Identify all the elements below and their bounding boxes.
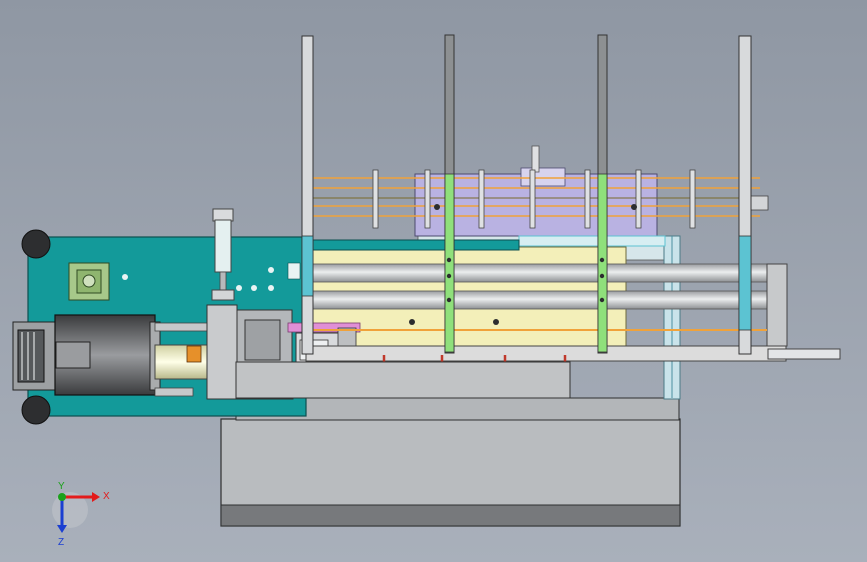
mount-bolt [82,274,96,288]
motor-rail-top [154,322,216,332]
cylinder-rod [219,271,227,293]
coupling [186,345,202,363]
caster-bottom [21,395,51,425]
frame-hole-4 [251,285,257,291]
machine-base [220,397,681,527]
frame-slot [287,262,301,280]
triad-z-arrow [57,525,67,533]
purple-stud [531,145,540,173]
frame-hole-1 [122,274,128,280]
frame-hole-3 [268,285,274,291]
triad-z-label: Z [58,537,64,548]
motor-rail-bottom [154,387,194,397]
post-3-band [597,173,608,353]
teal-frame-top [304,239,520,251]
coordinate-triad: X Y Z [52,481,110,548]
purple-center-plate [520,167,566,187]
post-4-band [738,235,752,331]
caster-top [21,229,51,259]
post-1-band [301,235,314,297]
post-1 [301,35,314,355]
guide-rods [305,263,841,362]
frame-hole-2 [268,267,274,273]
triad-x-arrow [92,492,100,502]
ledge-extension [767,348,841,360]
bottom-ledge [305,345,787,362]
post-2-band [444,173,455,353]
triad-y-axis [58,493,66,501]
frame-hole-5 [236,285,242,291]
cylinder-cap [212,208,234,222]
motor-assembly [12,314,216,397]
motor-terminal-box [55,341,91,369]
cylinder-body [214,219,232,273]
wire-spacers [372,169,696,229]
base-bottom-strip [220,504,681,527]
motor-shaft-housing [154,344,214,380]
rod-upper [311,263,787,283]
rod-end-bracket [766,263,788,347]
pink-bar [287,322,361,333]
rod-lower [311,290,787,310]
triad-y-label: Y [58,481,65,492]
gripper-block [244,319,281,361]
gripper-mount [206,304,238,400]
cylinder-base [211,289,235,301]
pin-slab [235,361,571,399]
triad-x-label: X [103,491,110,502]
rail-cyan-strip [518,235,666,247]
pneumatic-cylinder-left [211,208,235,301]
vertical-posts [301,34,752,355]
